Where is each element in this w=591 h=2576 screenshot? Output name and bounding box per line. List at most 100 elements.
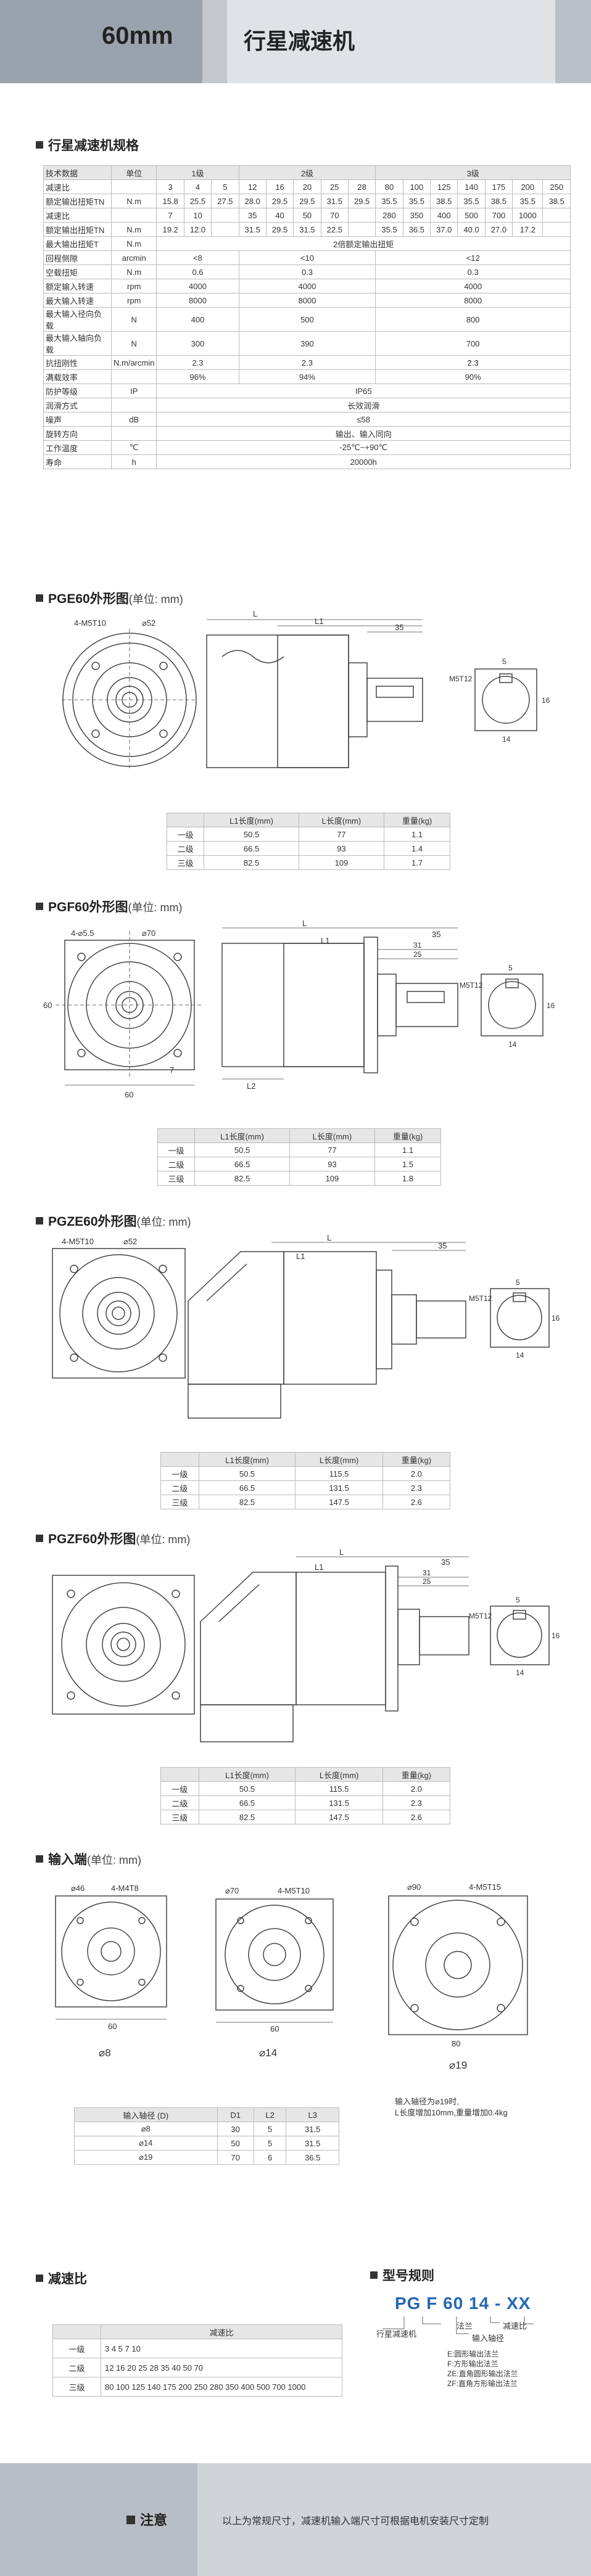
pgze-angle-body [188, 1251, 284, 1385]
spec-cell: 8000 [238, 293, 376, 308]
dim-cell: 1.4 [384, 841, 450, 856]
dim-cell: 三级 [157, 1171, 196, 1186]
spec-cell: 800 [375, 307, 571, 332]
pgze-drawing: 4-M5T10 ⌀52 L L1 35 M5T12 5 16 14 [52, 1233, 560, 1419]
spec-cell: 31.5 [320, 194, 349, 208]
dim-cell: 109 [298, 855, 385, 870]
pgzf-shaft [419, 1616, 469, 1655]
code-option-e: E:圆形输出法兰 [447, 2350, 499, 2358]
dim-cell: 二级 [166, 841, 205, 856]
spec-cell: 400 [156, 307, 239, 332]
spec-unit [110, 398, 157, 412]
svg-text:14: 14 [508, 1040, 517, 1049]
input-note-line2: L长度增加10mm,重量增加0.4kg [395, 2108, 508, 2117]
section-bullet-icon [36, 1535, 43, 1543]
dim-cell: 1.5 [374, 1157, 441, 1171]
pgf-drawing: 4-⌀5.5 ⌀70 60 60 7 L L1 L2 35 31 25 M5T1… [43, 919, 555, 1099]
spec-cell: 20000h [156, 454, 571, 469]
spec-cell: 35.5 [375, 194, 403, 208]
spec-cell: 350 [402, 208, 431, 223]
spec-label: 最大输入转速 [43, 293, 112, 308]
model-size: 60mm [102, 22, 173, 49]
spec-unit [110, 179, 157, 194]
spec-label: 额定输出扭矩TN [43, 222, 112, 237]
dim-cell: 一级 [160, 1781, 199, 1796]
dim-cell: 1.1 [384, 827, 450, 842]
spec-cell: 31.5 [293, 222, 321, 237]
spec-label: 噪声 [43, 412, 112, 427]
spec-row: 润滑方式长效润滑 [43, 398, 571, 412]
dim-cell: 147.5 [295, 1495, 383, 1509]
spec-label: 抗扭刚性 [43, 355, 112, 370]
dim-cell: 2.0 [382, 1466, 451, 1481]
spec-cell: 29.5 [265, 194, 294, 208]
svg-text:35: 35 [441, 1557, 450, 1567]
spec-label: 寿命 [43, 454, 112, 469]
svg-text:⌀52: ⌀52 [123, 1237, 137, 1246]
dim-cell: 一级 [166, 827, 205, 842]
pgze-front-outline [52, 1248, 186, 1379]
dim-cell: 82.5 [198, 1810, 296, 1824]
svg-text:5: 5 [516, 1596, 520, 1604]
svg-text:35: 35 [438, 1241, 447, 1250]
svg-text:⌀14: ⌀14 [259, 2047, 277, 2059]
svg-text:L1: L1 [315, 1562, 323, 1572]
input-drawing: ⌀46 4-M4T8 ⌀70 4-M5T10 ⌀90 4-M5T15 60 60… [55, 1882, 528, 2071]
spec-cell: 4 [183, 179, 212, 194]
footer-text: 以上为常规尺寸，减速机输入端尺寸可根据电机安装尺寸定制 [222, 2516, 489, 2527]
svg-text:16: 16 [547, 1001, 555, 1010]
dim-cell: ⌀8 [74, 2122, 218, 2136]
dim-cell: ⌀14 [74, 2136, 218, 2151]
code-option-f: F:方形输出法兰 [447, 2360, 498, 2368]
spec-cell: 35.5 [375, 222, 403, 237]
section-bullet-icon [370, 2271, 378, 2279]
svg-text:4-M5T10: 4-M5T10 [74, 618, 106, 628]
spec-cell: 31.5 [238, 222, 267, 237]
spec-cell: 280 [375, 208, 403, 223]
spec-unit: dB [110, 412, 157, 427]
spec-cell: <12 [375, 250, 571, 265]
dim-cell: 82.5 [198, 1495, 296, 1509]
dim-cell: 1.7 [384, 855, 450, 870]
spec-cell: 38.5 [484, 194, 513, 208]
spec-section-title: 行星减速机规格 [36, 136, 139, 154]
spec-label: 回程侧隙 [43, 250, 112, 265]
spec-cell: ≤58 [156, 412, 571, 427]
svg-text:L: L [302, 919, 307, 928]
spec-cell: 40.0 [457, 222, 486, 237]
spec-cell: 80 [375, 179, 403, 194]
spec-label: 减速比 [43, 208, 112, 223]
spec-cell: 15.8 [156, 194, 184, 208]
spec-cell: <10 [238, 250, 376, 265]
pgzf-drawing: L L1 35 31 25 M5T12 5 16 14 [52, 1548, 560, 1742]
spec-cell: 2.3 [375, 355, 571, 370]
svg-text:⌀46: ⌀46 [71, 1884, 85, 1893]
dim-cell: 77 [289, 1142, 376, 1157]
spec-cell: 29.5 [265, 222, 294, 237]
spec-cell: 长效润滑 [156, 398, 571, 412]
svg-text:5: 5 [516, 1278, 520, 1287]
spec-unit: arcmin [110, 250, 157, 265]
dim-cell: 三级 [166, 855, 205, 870]
pge-drawing: 4-M5T10 ⌀52 L L1 35 M5T12 5 16 14 [62, 609, 550, 771]
spec-cell: 17.2 [512, 222, 543, 237]
svg-text:⌀70: ⌀70 [225, 1886, 239, 1895]
header-right-band [227, 0, 591, 83]
spec-cell [347, 208, 376, 223]
dim-cell: 66.5 [198, 1795, 296, 1810]
svg-text:4-M5T10: 4-M5T10 [62, 1237, 94, 1246]
code-ratio: 减速比 [503, 2321, 527, 2331]
svg-text:4-M4T8: 4-M4T8 [111, 1884, 139, 1893]
